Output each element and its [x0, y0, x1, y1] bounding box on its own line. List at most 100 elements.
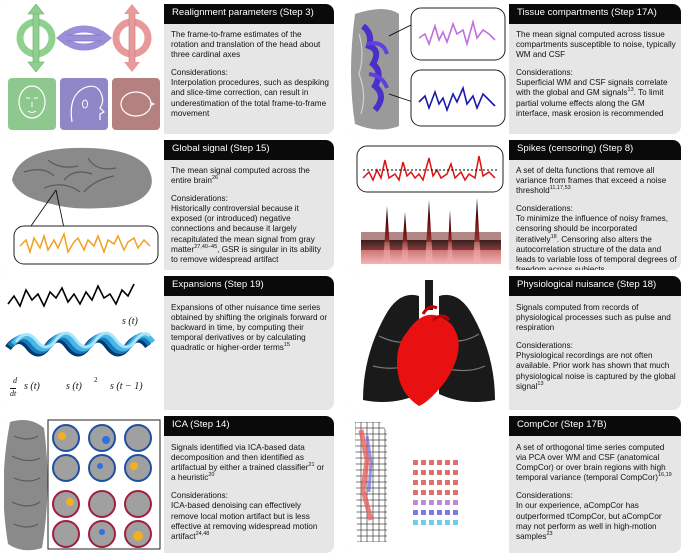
brain-hemisphere-icon	[4, 420, 48, 551]
physio-illustration	[349, 276, 509, 410]
expansions-illustration: s (t) d dt s (t) s (t) 2 s (t − 1)	[4, 276, 164, 410]
realignment-title: Realignment parameters (Step 3)	[172, 7, 314, 18]
spike-regressors-graphic	[361, 198, 501, 264]
head-front-view-icon	[8, 78, 56, 130]
ica-title-bar: ICA (Step 14)	[164, 416, 334, 436]
expansion-derivative-s: s (t)	[24, 381, 40, 392]
compcor-description-paragraph: A set of orthogonal time series computed…	[516, 443, 677, 483]
tissue-considerations-heading: Considerations:	[516, 68, 573, 78]
spike-signal-box	[356, 145, 504, 193]
compcor-title-bar: CompCor (Step 17B)	[509, 416, 681, 436]
physio-considerations-heading: Considerations:	[516, 341, 573, 351]
spikes-text: A set of delta functions that remove all…	[516, 166, 677, 270]
heart-icon	[397, 305, 459, 406]
realignment-illustration	[4, 4, 164, 134]
compcor-text: A set of orthogonal time series computed…	[516, 443, 677, 550]
expansion-square-exponent: 2	[94, 376, 98, 384]
tissue-graphic	[351, 7, 506, 130]
spikes-considerations-paragraph: To minimize the influence of noisy frame…	[516, 214, 677, 270]
compcor-illustration	[349, 416, 509, 553]
spikes-description-paragraph: A set of delta functions that remove all…	[516, 166, 677, 196]
panel-physio: Physiological nuisance (Step 18) Signals…	[349, 276, 681, 410]
ica-considerations-ref: 24,48	[195, 530, 210, 537]
panel-compcor: CompCor (Step 17B) A set of orthogonal t…	[349, 416, 681, 553]
red-rotation-arrow-icon	[112, 4, 152, 72]
global-considerations-paragraph: Historically controversial because it ex…	[171, 204, 329, 265]
spikes-description: A set of delta functions that remove all…	[516, 166, 667, 196]
global-considerations-heading: Considerations:	[171, 194, 228, 204]
spikes-considerations: To minimize the influence of noisy frame…	[516, 214, 668, 244]
tissue-description: The mean signal computed across tissue c…	[516, 30, 676, 60]
global-title: Global signal (Step 15)	[172, 143, 270, 154]
realignment-text: The frame-to-frame estimates of the rota…	[171, 30, 329, 127]
ica-graphic	[4, 419, 161, 551]
global-illustration	[4, 140, 164, 270]
global-text: The mean signal computed across the enti…	[171, 166, 329, 270]
global-considerations-tail: , GSR is singular in its ability to remo…	[171, 244, 321, 264]
realignment-considerations-heading: Considerations:	[171, 68, 228, 78]
panel-realignment: Realignment parameters (Step 3) The fram…	[4, 4, 334, 134]
tissue-title-bar: Tissue compartments (Step 17A)	[509, 4, 681, 24]
panel-spikes: Spikes (censoring) (Step 8) A set of del…	[349, 140, 681, 270]
tissue-considerations: Superficial WM and CSF signals correlate…	[516, 78, 668, 98]
physio-title: Physiological nuisance (Step 18)	[517, 279, 657, 290]
spikes-considerations-ref: 18	[550, 233, 557, 240]
wm-signal-box	[410, 69, 506, 127]
expansions-description-paragraph: Expansions of other nuisance time series…	[171, 303, 329, 353]
ica-description-paragraph: Signals identified via ICA-based data de…	[171, 443, 329, 483]
realignment-description: The frame-to-frame estimates of the rota…	[171, 30, 321, 60]
ica-considerations-paragraph: ICA-based denoising can effectively remo…	[171, 501, 329, 541]
original-timeseries-line	[7, 283, 135, 308]
spikes-title-bar: Spikes (censoring) (Step 8)	[509, 140, 681, 160]
tissue-considerations-ref: 13	[627, 87, 634, 94]
ica-signal-components	[52, 424, 152, 482]
compcor-considerations: In our experience, aCompCor has outperfo…	[516, 501, 662, 541]
brain-slice-icon	[351, 9, 399, 130]
compcor-graphic	[355, 422, 458, 542]
spikes-considerations-heading: Considerations:	[516, 204, 573, 214]
head-side-view-icon	[60, 78, 108, 130]
panel-ica: ICA (Step 14) Signals identified via ICA…	[4, 416, 334, 553]
expansions-description-ref: 15	[283, 342, 290, 349]
head-top-view-icon	[112, 78, 160, 130]
global-considerations-ref: 27,40–45	[194, 243, 218, 250]
global-considerations: Historically controversial because it ex…	[171, 204, 315, 254]
ica-considerations: ICA-based denoising can effectively remo…	[171, 501, 318, 541]
physio-considerations: Physiological recordings are not often a…	[516, 351, 676, 391]
physio-graphic	[363, 280, 495, 406]
physio-description: Signals computed from records of physiol…	[516, 303, 671, 333]
expansions-title: Expansions (Step 19)	[172, 279, 264, 290]
physio-text: Signals computed from records of physiol…	[516, 303, 677, 400]
compcor-description: A set of orthogonal time series computed…	[516, 443, 666, 483]
expansions-graphic	[5, 283, 156, 357]
tissue-illustration	[349, 4, 509, 134]
expansion-derivative-denominator: dt	[10, 388, 17, 398]
expansion-derivative-numerator: d	[13, 376, 17, 385]
global-graphic	[12, 147, 159, 265]
spikes-illustration	[349, 140, 509, 270]
global-description: The mean signal computed across the enti…	[171, 166, 310, 186]
csf-signal-box	[410, 7, 506, 61]
tissue-considerations-paragraph: Superficial WM and CSF signals correlate…	[516, 78, 677, 118]
green-rotation-arrow-icon	[16, 4, 56, 73]
ica-description-ref: 21	[308, 462, 315, 469]
shifted-timeseries-ribbon	[5, 331, 156, 357]
realignment-considerations: Interpolation procedures, such as despik…	[171, 78, 329, 118]
realignment-title-bar: Realignment parameters (Step 3)	[164, 4, 334, 24]
physio-considerations-paragraph: Physiological recordings are not often a…	[516, 351, 677, 391]
physio-title-bar: Physiological nuisance (Step 18)	[509, 276, 681, 296]
compcor-title: CompCor (Step 17B)	[517, 419, 607, 430]
spikes-title: Spikes (censoring) (Step 8)	[517, 143, 634, 154]
voxel-grid-icon	[355, 422, 387, 542]
tissue-text: The mean signal computed across tissue c…	[516, 30, 677, 127]
spikes-description-ref: 11,17,53	[549, 185, 571, 192]
ica-description: Signals identified via ICA-based data de…	[171, 443, 309, 473]
expansion-square-s: s (t)	[66, 381, 82, 392]
panel-expansions: s (t) d dt s (t) s (t) 2 s (t − 1) Expan…	[4, 276, 334, 410]
compcor-considerations-ref: 23	[546, 530, 553, 537]
purple-rotation-arrow-icon	[56, 25, 112, 51]
tissue-considerations-tail: . To limit partial volume effects along …	[516, 88, 664, 118]
ica-noise-components	[52, 490, 152, 548]
expansions-text: Expansions of other nuisance time series…	[171, 303, 329, 361]
expansions-title-bar: Expansions (Step 19)	[164, 276, 334, 296]
